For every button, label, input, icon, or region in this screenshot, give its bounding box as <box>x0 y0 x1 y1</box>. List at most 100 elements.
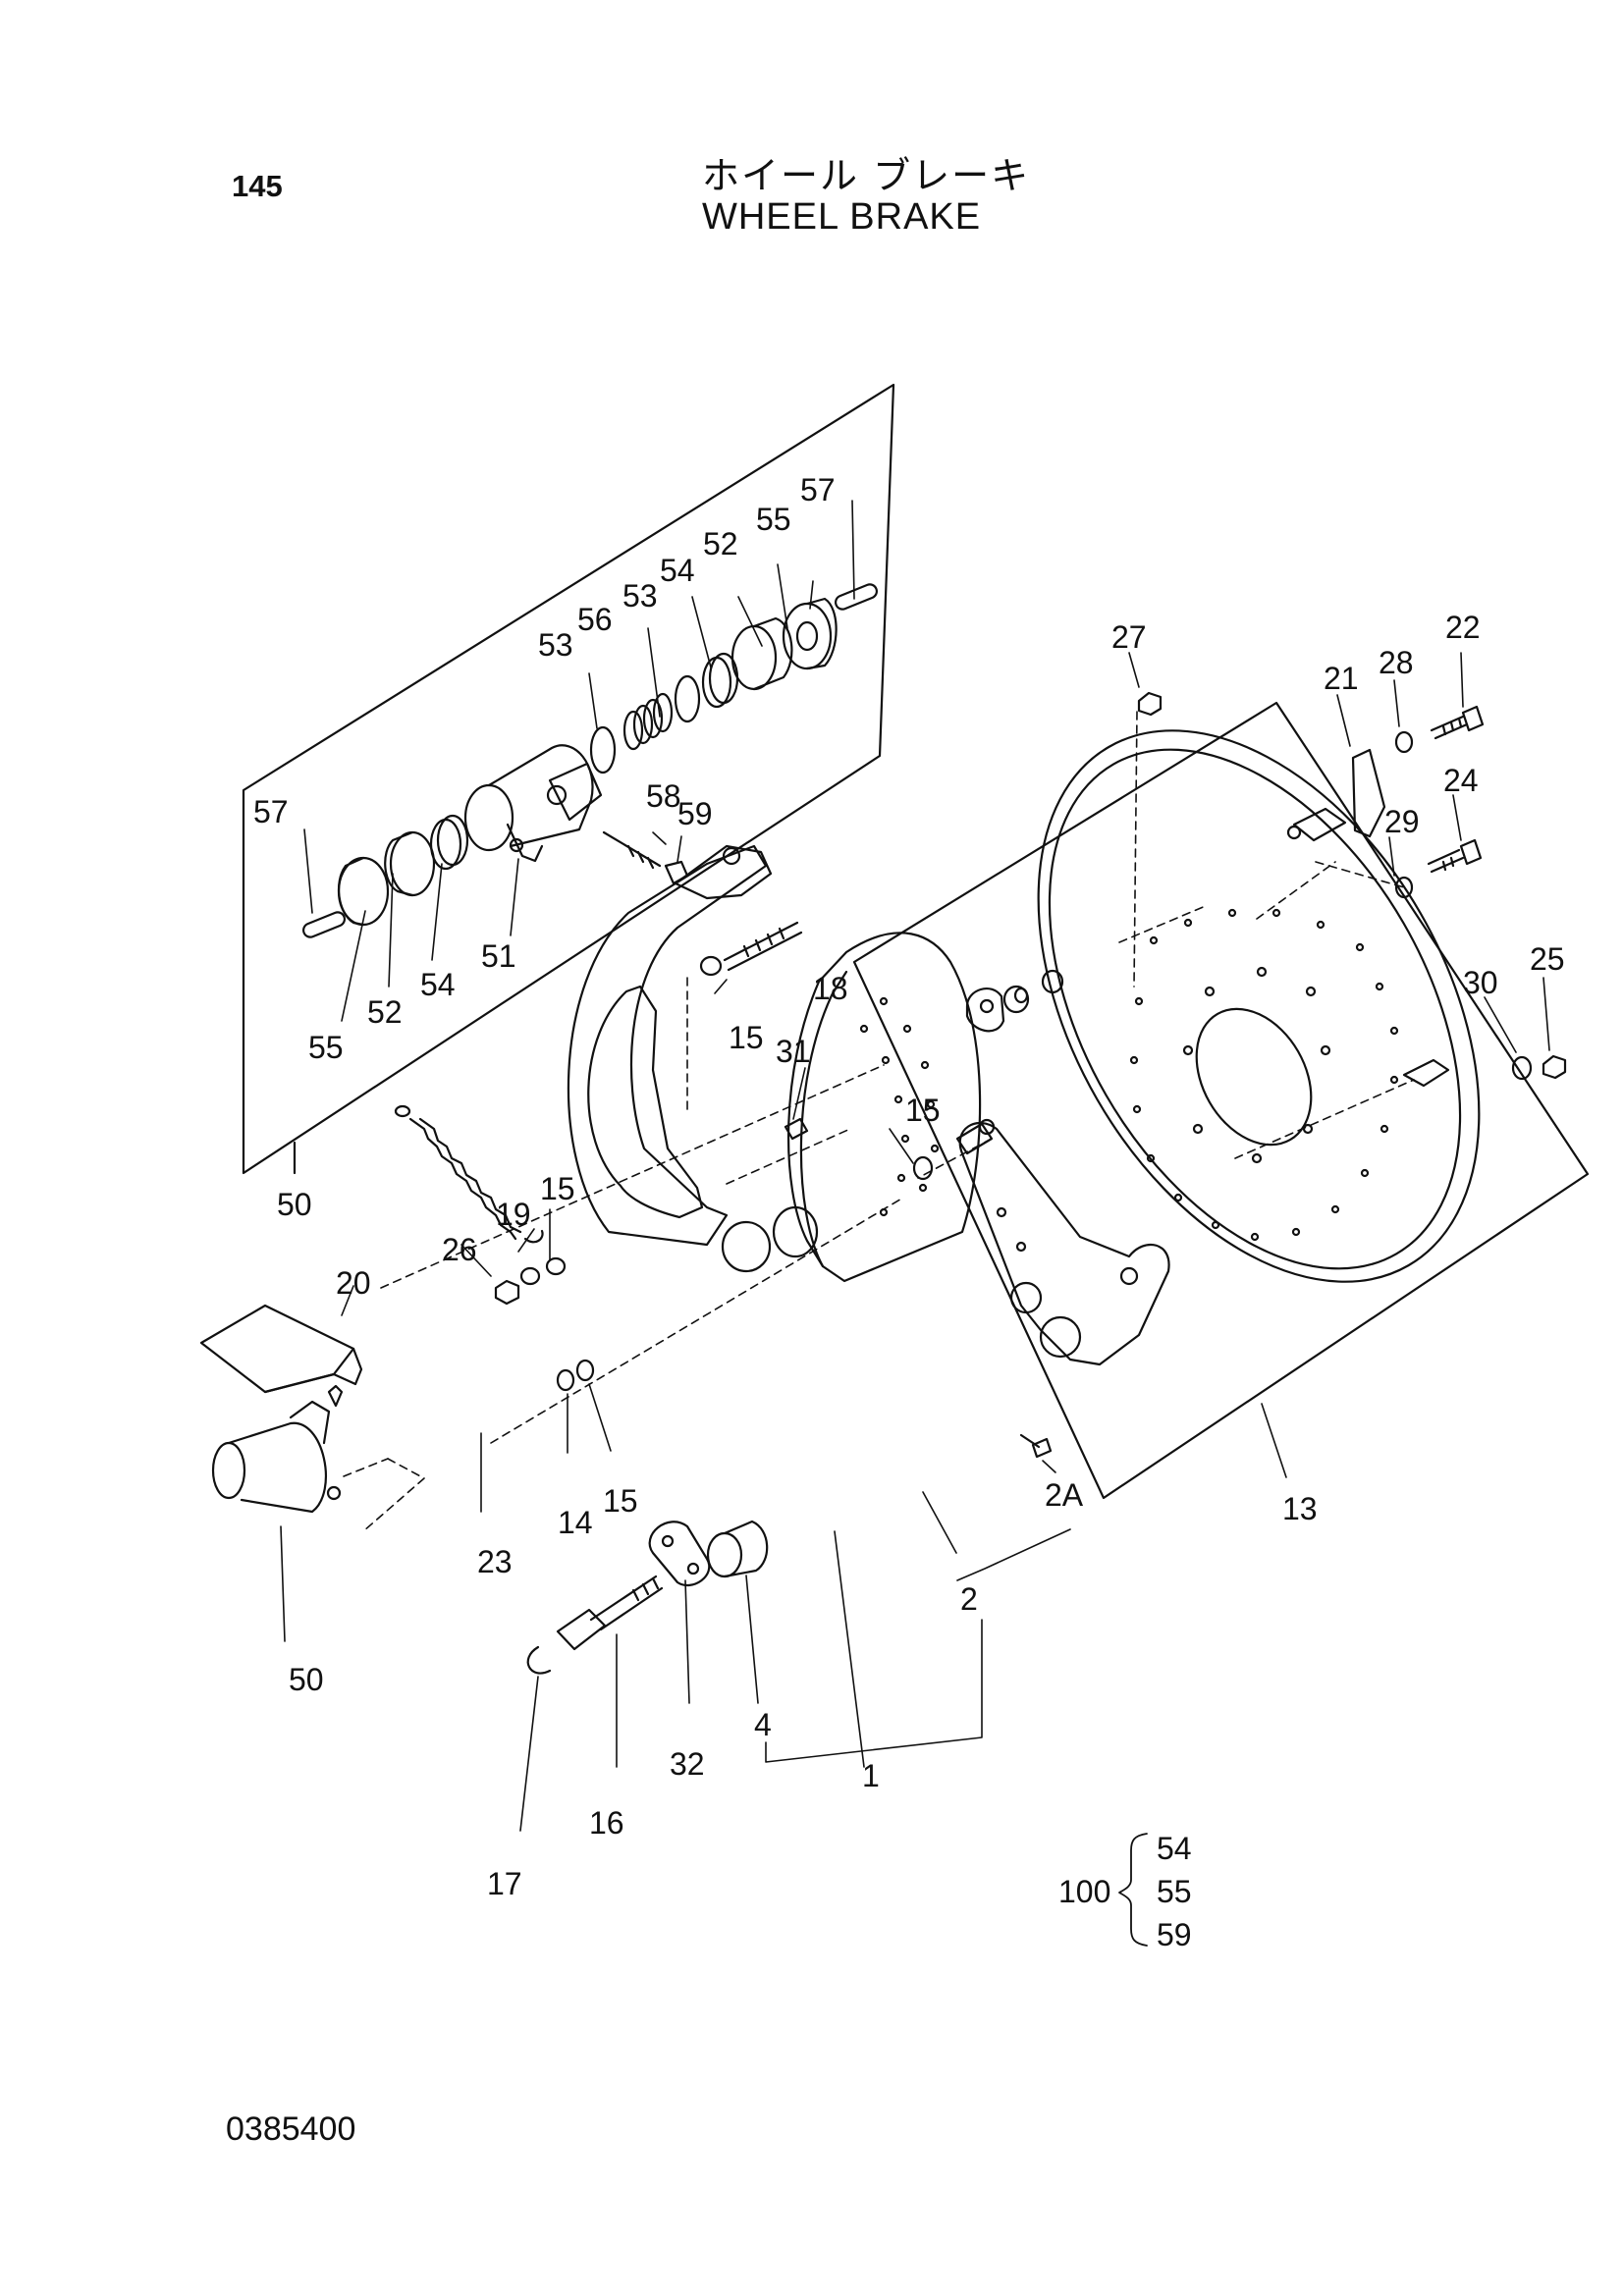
callout-15: 15 <box>603 1483 638 1519</box>
retaining-ring-17 <box>526 1645 552 1675</box>
callout-52: 52 <box>367 994 403 1030</box>
return-spring-23 <box>394 1104 544 1244</box>
callout-23: 23 <box>477 1544 513 1579</box>
callout-52: 52 <box>703 526 738 561</box>
wheel-cylinder-50 <box>211 1384 344 1514</box>
callout-15: 15 <box>729 1020 764 1055</box>
spring-56 <box>622 692 674 751</box>
shoe-lining-edge <box>799 970 848 1268</box>
pin-18 <box>699 921 803 977</box>
callout-50: 50 <box>289 1662 324 1697</box>
callout-30: 30 <box>1463 965 1498 1000</box>
lining-rivets <box>859 996 940 1217</box>
callout-58: 58 <box>646 778 681 814</box>
callout-54: 54 <box>420 967 456 1002</box>
callout-32: 32 <box>670 1746 705 1782</box>
anchor-stud-21 <box>1286 748 1386 842</box>
boot-right <box>782 597 838 670</box>
backing-plate-inset <box>852 691 1590 1500</box>
anchor-pin-hole-upper <box>722 846 741 866</box>
nut-27 <box>1137 691 1163 717</box>
page-title-english: WHEEL BRAKE <box>702 196 982 238</box>
callout-25: 25 <box>1530 941 1565 977</box>
push-rod-left <box>301 911 347 938</box>
piston-left <box>384 830 436 897</box>
callout-22: 22 <box>1445 610 1481 645</box>
callout-16: 16 <box>589 1805 624 1841</box>
washers-14-15 <box>519 1256 595 1392</box>
shoe-adjuster-bracket-20 <box>199 1304 363 1394</box>
leader-lines <box>280 500 1550 1832</box>
kit-item: 54 <box>1157 1831 1192 1866</box>
callout-18: 18 <box>813 971 848 1006</box>
page-number: 145 <box>232 169 283 203</box>
callout-21: 21 <box>1324 661 1359 696</box>
callout-28: 28 <box>1379 645 1414 680</box>
bushing-4 <box>706 1520 769 1578</box>
washer-30 <box>1511 1055 1533 1081</box>
callout-57: 57 <box>800 472 836 507</box>
callout-27: 27 <box>1111 619 1147 655</box>
adjuster-parts <box>965 969 1064 1033</box>
washer-29 <box>1394 876 1414 899</box>
callout-26: 26 <box>442 1232 477 1267</box>
cylinder-body <box>463 744 603 863</box>
callout-55: 55 <box>308 1030 344 1065</box>
shoe-back <box>567 844 768 1247</box>
callout-2: 2 <box>960 1581 978 1617</box>
bolt-backing <box>1402 1058 1450 1088</box>
callout-24: 24 <box>1443 763 1479 798</box>
callout-53: 53 <box>538 627 573 663</box>
callout-15: 15 <box>905 1093 941 1128</box>
seal-53-left <box>589 725 617 774</box>
callout-19: 19 <box>496 1197 531 1232</box>
bleeder-screw-58 <box>602 830 662 870</box>
callout-51: 51 <box>481 938 516 974</box>
bolt-22 <box>1430 705 1485 740</box>
callout-2A: 2A <box>1045 1477 1084 1513</box>
kit-brace <box>1118 1833 1148 1947</box>
washer-28 <box>1394 730 1414 754</box>
anchor-pin-16 <box>556 1575 664 1651</box>
callout-50: 50 <box>277 1187 312 1222</box>
piston-right <box>730 616 793 691</box>
shoe-pivot-boss <box>772 1205 819 1258</box>
pin-31 <box>784 1117 809 1141</box>
backing-plate-hub-hole <box>1195 1007 1313 1147</box>
nut-26 <box>494 1279 520 1306</box>
backing-plate-outer <box>1037 729 1481 1283</box>
brake-shoe-assembly <box>199 844 1053 1675</box>
cam-bracket <box>958 1121 1170 1366</box>
backing-plate-bolt-holes <box>1129 908 1399 1242</box>
boot-left <box>337 856 390 927</box>
callout-13: 13 <box>1282 1491 1318 1526</box>
callout-56: 56 <box>577 602 613 637</box>
shoe-top-block <box>674 844 773 900</box>
anchor-plate-32 <box>648 1521 711 1587</box>
bolt-24 <box>1427 838 1483 874</box>
callout-57: 57 <box>253 794 289 829</box>
piston-seal-left <box>429 814 469 871</box>
seal-53-right <box>674 674 701 723</box>
callout-17: 17 <box>487 1866 522 1901</box>
callout-29: 29 <box>1384 804 1420 839</box>
nut-25 <box>1542 1054 1567 1080</box>
callout-31: 31 <box>776 1034 811 1069</box>
callout-54: 54 <box>660 553 695 588</box>
screw-2A <box>1019 1433 1053 1459</box>
shoe-web-inner <box>587 985 704 1219</box>
backing-plate-rim <box>1048 748 1462 1270</box>
callout-55: 55 <box>756 502 791 537</box>
kit-item: 55 <box>1157 1874 1192 1909</box>
callout-14: 14 <box>558 1505 593 1540</box>
callout-20: 20 <box>336 1265 371 1301</box>
hidden-lines <box>343 711 1415 1532</box>
callout-53: 53 <box>622 578 658 614</box>
document-code: 0385400 <box>226 2110 356 2148</box>
page-title-japanese: ホイール ブレーキ <box>702 154 1031 197</box>
backing-plate-frame <box>852 701 1590 1500</box>
callout-1: 1 <box>862 1758 880 1793</box>
callout-15: 15 <box>540 1171 575 1206</box>
bleeder-cap-59 <box>664 860 689 885</box>
